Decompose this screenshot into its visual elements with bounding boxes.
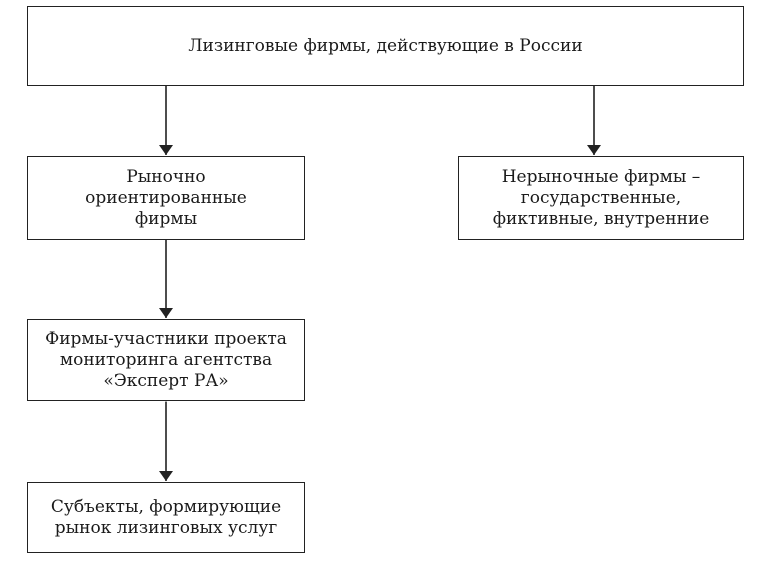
node-text-line: Нерыночные фирмы – (501, 166, 701, 187)
node-market-oriented-firms-text: Рыночно ориентированные фирмы (85, 167, 247, 230)
node-text-line: государственные, (520, 187, 682, 208)
node-text-line: ориентированные (85, 187, 247, 208)
node-expert-ra-participants-text: Фирмы-участники проекта мониторинга аген… (45, 329, 287, 392)
node-text-line: Фирмы-участники проекта (45, 328, 287, 349)
root-node-leasing-firms-russia: Лизинговые фирмы, действующие в России (27, 6, 744, 86)
node-text-line: фиктивные, внутренние (492, 208, 710, 229)
node-text-line: «Эксперт РА» (103, 370, 229, 391)
node-text-line: Субъекты, формирующие (50, 496, 282, 517)
node-market-subjects-text: Субъекты, формирующие рынок лизинговых у… (51, 497, 281, 539)
node-non-market-firms: Нерыночные фирмы – государственные, фикт… (458, 156, 744, 240)
node-market-oriented-firms: Рыночно ориентированные фирмы (27, 156, 305, 240)
node-text-line: Рыночно (126, 166, 206, 187)
node-text-line: фирмы (134, 208, 198, 229)
node-non-market-firms-text: Нерыночные фирмы – государственные, фикт… (493, 167, 710, 230)
node-market-subjects: Субъекты, формирующие рынок лизинговых у… (27, 482, 305, 553)
root-node-label: Лизинговые фирмы, действующие в России (188, 35, 583, 56)
node-expert-ra-participants: Фирмы-участники проекта мониторинга аген… (27, 319, 305, 401)
node-text-line: рынок лизинговых услуг (54, 517, 278, 538)
node-text-line: мониторинга агентства (59, 349, 273, 370)
